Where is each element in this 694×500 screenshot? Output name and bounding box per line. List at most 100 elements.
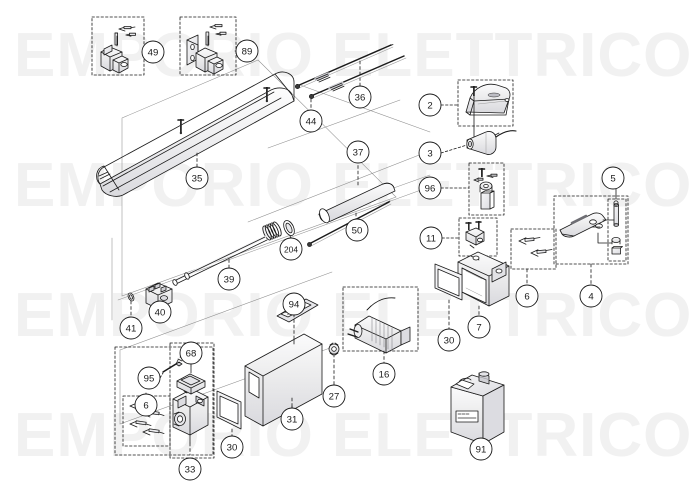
callout-label: 95 xyxy=(144,374,155,385)
rod-36 xyxy=(294,44,394,90)
callout-label: 50 xyxy=(352,226,363,237)
callout-36[interactable]: 36 xyxy=(348,85,372,109)
part-95-key xyxy=(159,356,185,379)
sleeve-37 xyxy=(318,159,396,224)
part-group-16-motor xyxy=(342,286,419,365)
callout-label: 7 xyxy=(476,323,481,334)
callout-circle xyxy=(134,393,158,417)
callout-circle xyxy=(178,457,202,481)
callout-circle xyxy=(148,300,172,324)
callout-16[interactable]: 16 xyxy=(372,362,396,386)
callout-circle xyxy=(418,93,442,117)
callout-label: 204 xyxy=(284,245,298,255)
callout-label: 27 xyxy=(329,392,340,403)
part-group-44-36 xyxy=(294,44,407,111)
callout-91[interactable]: 91 xyxy=(469,437,493,461)
part-group-89 xyxy=(179,16,237,76)
callout-94[interactable]: 94 xyxy=(282,292,306,316)
callout-circle xyxy=(279,237,303,261)
ring-41 xyxy=(127,292,135,318)
callout-7[interactable]: 7 xyxy=(467,315,491,339)
callout-label: 94 xyxy=(289,300,300,311)
callout-circle xyxy=(119,316,143,340)
part-group-2-cover xyxy=(440,79,514,138)
part-group-31-cabinet xyxy=(244,333,323,427)
callout-circle xyxy=(579,284,603,308)
callout-label: 36 xyxy=(355,93,366,104)
callout-35[interactable]: 35 xyxy=(185,166,209,190)
callout-33[interactable]: 33 xyxy=(178,457,202,481)
callout-label: 68 xyxy=(186,349,197,360)
callout-label: 44 xyxy=(306,117,317,128)
callout-6[interactable]: 6 xyxy=(515,284,539,308)
callout-96[interactable]: 96 xyxy=(418,176,442,200)
callout-label: 31 xyxy=(287,415,298,426)
callout-3[interactable]: 3 xyxy=(418,141,442,165)
callout-label: 96 xyxy=(425,184,436,195)
callout-circle xyxy=(419,226,443,250)
part-group-7-frame xyxy=(457,251,510,317)
callout-37[interactable]: 37 xyxy=(346,140,370,164)
callout-30[interactable]: 30 xyxy=(220,435,244,459)
callout-layer: 49 89 44 36 2 3 96 5 35 37 50 204 11 6 4 7 30 39 40 41 94 16 2… xyxy=(119,39,625,481)
callout-204[interactable]: 204 xyxy=(279,237,303,261)
part-group-30-gasket-center xyxy=(434,263,463,330)
callout-label: 35 xyxy=(192,174,203,185)
callout-circle xyxy=(437,328,461,352)
part-group-27-nut xyxy=(328,342,340,386)
part-group-30-gasket-left xyxy=(216,390,242,438)
part-68-cover xyxy=(176,363,206,395)
callout-circle xyxy=(217,267,241,291)
callout-27[interactable]: 27 xyxy=(322,384,346,408)
callout-label: 11 xyxy=(426,234,436,245)
callout-circle xyxy=(346,140,370,164)
callout-circle xyxy=(141,40,165,64)
callout-circle xyxy=(348,85,372,109)
callout-label: 49 xyxy=(148,48,159,59)
callout-44[interactable]: 44 xyxy=(299,109,323,133)
part-group-96-kit xyxy=(440,162,505,216)
callout-circle xyxy=(322,384,346,408)
callout-circle xyxy=(235,39,259,63)
callout-41[interactable]: 41 xyxy=(119,316,143,340)
callout-circle xyxy=(515,284,539,308)
callout-50[interactable]: 50 xyxy=(345,218,369,242)
callout-circle xyxy=(418,176,442,200)
callout-label: 41 xyxy=(126,324,137,335)
callout-circle xyxy=(280,407,304,431)
callout-2[interactable]: 2 xyxy=(418,93,442,117)
callout-68[interactable]: 68 xyxy=(179,341,203,365)
callout-circle xyxy=(220,435,244,459)
spring-coil xyxy=(262,221,282,241)
callout-4[interactable]: 4 xyxy=(579,284,603,308)
callout-label: 33 xyxy=(185,465,196,476)
projection-lines xyxy=(111,59,433,425)
callout-31[interactable]: 31 xyxy=(280,407,304,431)
callout-label: 4 xyxy=(588,292,594,303)
washer-204 xyxy=(283,220,295,239)
callout-11[interactable]: 11 xyxy=(419,226,443,250)
callout-6[interactable]: 6 xyxy=(134,393,158,417)
callout-label: 30 xyxy=(227,443,238,454)
callout-30[interactable]: 30 xyxy=(437,328,461,352)
callout-label: 6 xyxy=(143,401,148,412)
callout-label: 39 xyxy=(224,275,235,286)
part-group-4-release xyxy=(553,177,629,286)
callout-circle xyxy=(282,292,306,316)
callout-label: 40 xyxy=(155,308,166,319)
callout-label: 30 xyxy=(444,336,455,347)
callout-circle xyxy=(345,218,369,242)
callout-39[interactable]: 39 xyxy=(217,267,241,291)
callout-circle xyxy=(372,362,396,386)
callout-40[interactable]: 40 xyxy=(148,300,172,324)
callout-label: 37 xyxy=(353,148,364,159)
callout-89[interactable]: 89 xyxy=(235,39,259,63)
boom-screws xyxy=(177,87,271,135)
part-group-3-lock xyxy=(440,130,517,155)
callout-5[interactable]: 5 xyxy=(601,166,625,190)
callout-label: 5 xyxy=(610,174,615,185)
callout-95[interactable]: 95 xyxy=(137,366,161,390)
callout-49[interactable]: 49 xyxy=(141,40,165,64)
